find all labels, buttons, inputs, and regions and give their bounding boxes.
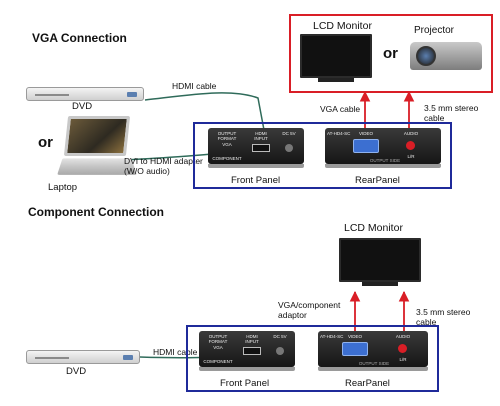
- output-display-box: [289, 14, 493, 93]
- rear-panel-label: RearPanel: [355, 175, 400, 186]
- c-output-format-line2: FORMAT: [208, 339, 228, 344]
- stereo-cable-label-line1: 3.5 mm stereo: [424, 103, 479, 113]
- component-stereo-label-line2: cable: [416, 317, 437, 327]
- hdmi-input-line2: INPUT: [254, 136, 268, 141]
- c-hdmi-input-line2: INPUT: [245, 339, 259, 344]
- projector-icon: [410, 42, 482, 70]
- c-output-side-text: OUTPUT SIDE: [358, 361, 390, 366]
- lr-text: L/R: [407, 154, 415, 159]
- output-side-text: OUTPUT SIDE: [369, 158, 401, 163]
- c-audio-text: AUDIO: [395, 334, 411, 339]
- component-rear-panel-label: RearPanel: [345, 378, 390, 389]
- component-mode-text: COMPONENT: [212, 156, 242, 161]
- laptop-label: Laptop: [48, 182, 78, 193]
- hdmi-port: [252, 144, 270, 152]
- output-format-line1: OUTPUT: [217, 131, 237, 136]
- vga-cable-label: VGA cable: [320, 104, 361, 114]
- c-component-mode-text: COMPONENT: [203, 359, 233, 364]
- dvi-adapter-label-line2: (W/O audio): [124, 166, 170, 176]
- dc-text: DC 5V: [282, 131, 296, 136]
- converter-front-panel: OUTPUT FORMAT VGA COMPONENT HDMI INPUT D…: [208, 128, 304, 168]
- or-text-right: or: [383, 45, 398, 62]
- model-text: AT-HD4-SC: [327, 131, 351, 136]
- monitor-stand: [318, 78, 354, 82]
- vga-component-label-line2: adaptor: [278, 310, 307, 320]
- vga-component-label-line1: VGA/component: [278, 300, 341, 310]
- or-text-left: or: [38, 134, 53, 151]
- c-model-text: AT-HD4-SC: [320, 334, 344, 339]
- component-lcd-monitor-icon: [339, 238, 421, 282]
- c-vga-port: [342, 342, 368, 356]
- c-audio-jack: [398, 344, 407, 353]
- component-lcd-label: LCD Monitor: [344, 222, 403, 234]
- c-vga-mode-text: VGA: [213, 345, 223, 350]
- c-lr-text: L/R: [399, 357, 407, 362]
- projector-label: Projector: [414, 25, 455, 36]
- c-dc-text: DC 5V: [273, 334, 287, 339]
- vga-mode-text: VGA: [222, 142, 232, 147]
- c-hdmi-port: [243, 347, 261, 355]
- audio-jack: [406, 141, 415, 150]
- component-converter-frame: [186, 325, 439, 392]
- laptop-icon: [57, 116, 137, 178]
- component-front-panel-label: Front Panel: [220, 378, 270, 389]
- component-dvd-label: DVD: [66, 366, 87, 377]
- c-hdmi-input-line1: HDMI: [246, 334, 258, 339]
- c-dc-port: [276, 347, 284, 355]
- converter-rear-panel: AT-HD4-SC VIDEO AUDIO L/R OUTPUT SIDE: [325, 128, 441, 168]
- c-output-format-line1: OUTPUT: [208, 334, 228, 339]
- dvd-label: DVD: [72, 101, 93, 112]
- component-stereo-label-line1: 3.5 mm stereo: [416, 307, 471, 317]
- lcd-monitor-icon: [300, 34, 372, 78]
- lcd-monitor-label: LCD Monitor: [313, 20, 372, 32]
- front-panel-label: Front Panel: [231, 175, 281, 186]
- output-format-line2: FORMAT: [217, 136, 237, 141]
- dvi-adapter-label-line1: DVI to HDMI adapter: [124, 156, 203, 166]
- component-converter-front-panel: OUTPUT FORMAT VGA COMPONENT HDMI INPUT D…: [199, 331, 295, 371]
- hdmi-cable-label: HDMI cable: [172, 81, 217, 91]
- component-monitor-stand: [362, 282, 398, 286]
- vga-port: [353, 139, 379, 153]
- audio-text: AUDIO: [403, 131, 419, 136]
- converter-frame: [193, 122, 452, 189]
- c-video-text: VIDEO: [347, 334, 362, 339]
- hdmi-input-line1: HDMI: [255, 131, 267, 136]
- hdmi-cable-line: [144, 92, 265, 131]
- dvd-player-icon: [26, 87, 144, 101]
- dc-port: [285, 144, 293, 152]
- stereo-cable-label-line2: cable: [424, 113, 445, 123]
- component-converter-rear-panel: AT-HD4-SC VIDEO AUDIO L/R OUTPUT SIDE: [318, 331, 428, 371]
- component-section-title: Component Connection: [28, 205, 164, 219]
- component-dvd-player-icon: [26, 350, 140, 364]
- video-text: VIDEO: [358, 131, 373, 136]
- vga-section-title: VGA Connection: [32, 31, 127, 45]
- component-hdmi-cable-label: HDMI cable: [153, 347, 198, 357]
